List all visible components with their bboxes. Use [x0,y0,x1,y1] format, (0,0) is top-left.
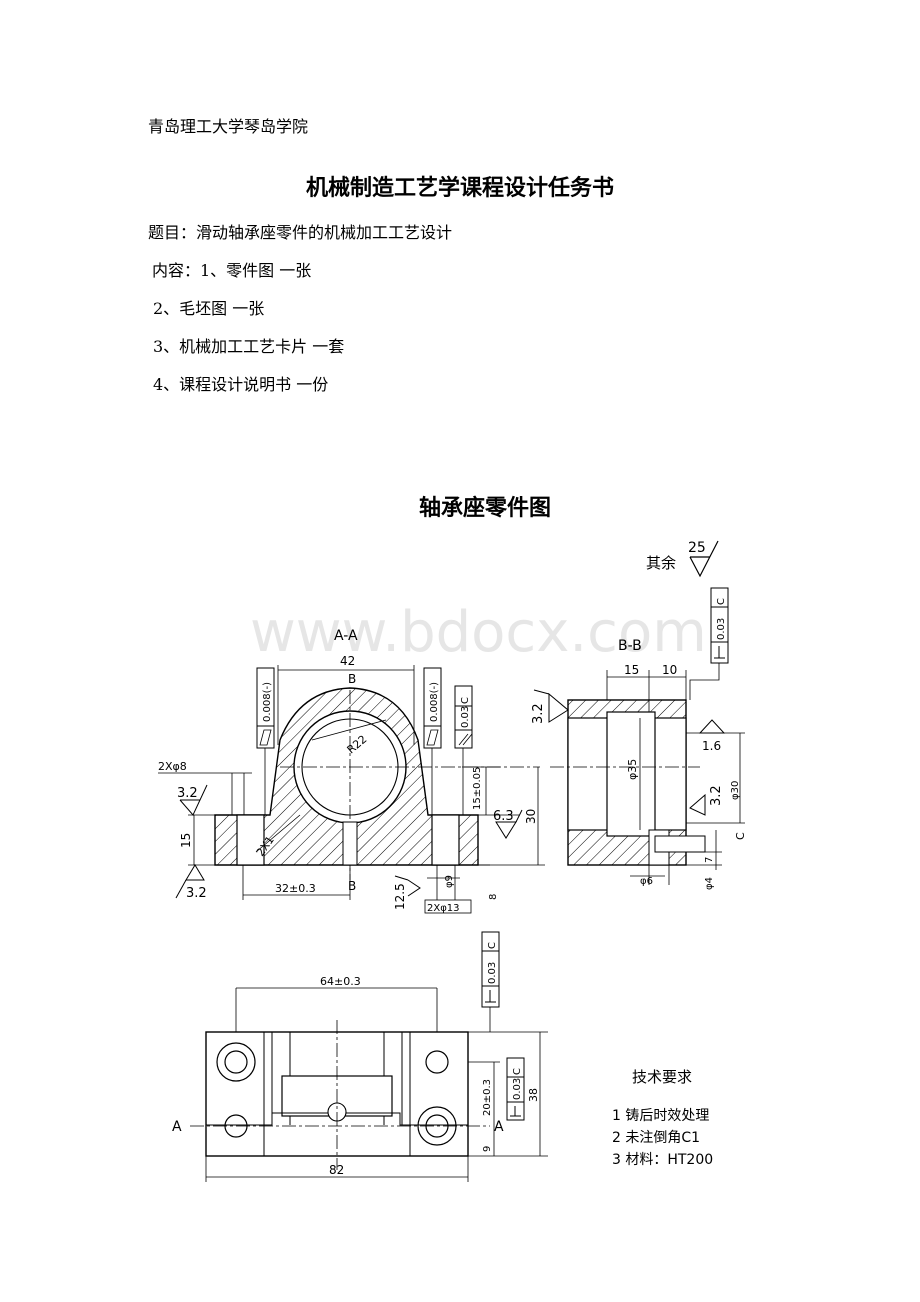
dim-phi4: φ4 [704,877,715,890]
tol-perp-plan-1: 0.03 [487,962,498,984]
roughness-bb-bore: 1.6 [702,739,721,753]
dim-15-left: 15 [179,833,193,848]
bb-datum-c-symbol: C [734,832,747,840]
roughness-bb-left: 3.2 [531,703,546,724]
dim-64: 64±0.3 [320,975,361,988]
tech-req-2: 2 未注倒角C1 [612,1130,700,1146]
dim-7: 7 [704,857,715,863]
content-line-4: 4、课程设计说明书 一份 [153,375,329,394]
dim-bb-15: 15 [624,663,639,677]
tol-perp-plan-2: 0.03 [512,1078,523,1100]
tolerance-frame-parallel [454,685,473,749]
content-line-1: 内容：1、零件图 一张 [152,261,312,280]
dim-phi30: φ30 [730,781,741,800]
school-name: 青岛理工大学琴岛学院 [148,117,309,136]
dim-20: 20±0.3 [482,1079,493,1116]
dim-bb-10: 10 [662,663,677,677]
label-b-bottom: B [348,879,356,893]
topic-line: 题目：滑动轴承座零件的机械加工工艺设计 [148,223,453,242]
content-line-3: 3、机械加工工艺卡片 一套 [153,337,345,356]
tol-perp-bb: 0.03 [716,618,727,640]
tolerance-frame-flatness-right [423,667,442,749]
drawing-title: 轴承座零件图 [418,496,551,521]
tolerance-frame-flatness-left [256,667,275,749]
tech-req-1: 1 铸后时效处理 [612,1108,709,1124]
aa-bolt-hole-left [236,814,265,866]
watermark: www.bdocx.com [250,600,707,665]
dim-holes-13: 2Xφ13 [427,903,460,914]
tol-flat-left: 0.008(-) [262,682,273,722]
label-a-left: A [172,1119,182,1135]
roughness-aa-bottom: 3.2 [186,886,207,901]
tech-req-3: 3 材料：HT200 [612,1152,713,1168]
tol-parallel-datum: C [460,697,471,704]
roughness-aa-right: 6.3 [493,809,514,824]
dim-phi6: φ6 [640,876,653,887]
document-title: 机械制造工艺学课程设计任务书 [305,176,614,201]
roughness-aa-top: 3.2 [177,786,198,801]
dim-phi35: φ35 [626,759,639,780]
tol-perp-plan-1-datum: C [487,942,498,949]
roughness-rest-value: 25 [688,540,706,556]
roughness-rest-symbol [689,540,719,578]
dim-30: 30 [524,809,538,824]
dim-32: 32±0.3 [275,882,316,895]
content-line-2: 2、毛坯图 一张 [153,299,265,318]
tol-perp-bb-datum: C [716,598,727,605]
aa-bolt-hole-right [431,814,460,866]
tol-parallel: 0.03 [460,706,471,728]
plan-counterbore-top-left [216,1042,256,1082]
label-a-right: A [494,1119,504,1135]
label-b-top: B [348,672,356,686]
section-aa-label: A-A [334,628,358,644]
roughness-bb-right: 3.2 [709,785,724,806]
dim-38: 38 [527,1088,540,1102]
dim-82: 82 [329,1163,344,1177]
dim-9-plan: 9 [482,1146,493,1152]
section-bb-label: B-B [618,638,642,654]
dim-8: 8 [488,894,499,900]
tolerance-frame-perp-plan-2 [506,1057,525,1121]
tol-flat-right: 0.008(-) [429,682,440,722]
dim-phi9: φ9 [444,875,455,888]
roughness-aa-counterbore: 12.5 [393,883,407,910]
roughness-rest-label: 其余 [646,554,676,572]
dim-15-tol: 15±0.05 [472,767,483,810]
tol-perp-plan-2-datum: C [512,1068,523,1075]
tech-req-title: 技术要求 [632,1068,692,1086]
dim-holes-8: 2Xφ8 [158,760,187,773]
dim-42: 42 [340,654,355,668]
